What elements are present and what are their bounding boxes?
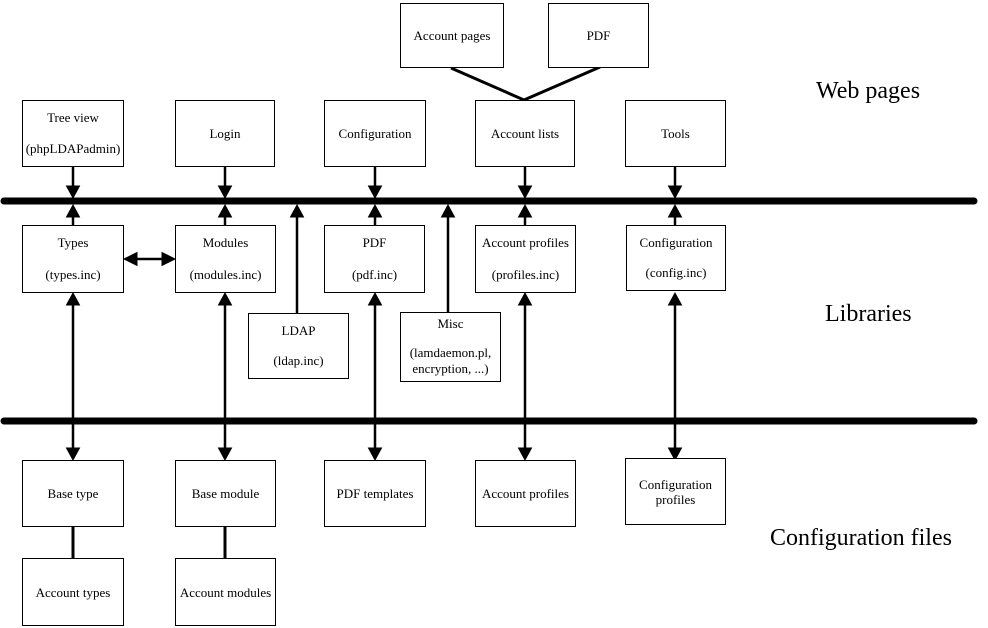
box-types-lib-label: Types [57,235,89,250]
arrow-accountlists-to-bus [517,167,533,200]
section-label-web-pages: Web pages [816,78,921,104]
arrow-types-basetype [65,291,81,462]
arrow-types-modules [122,251,177,267]
box-base-type-label: Base type [47,486,99,501]
arrow-configuration-to-bus [367,167,383,200]
box-account-modules-label: Account modules [179,584,272,600]
box-configuration-profiles-sublabel: profiles [655,491,696,507]
box-misc-lib-files: (lamdaemon.pl, encryption, ...) [410,345,492,377]
box-account-profiles-lib-label: Account profiles [481,235,569,250]
box-account-lists-label: Account lists [490,126,560,141]
box-account-profiles-file: Account profiles [475,460,576,527]
box-modules-lib-file: (modules.inc) [189,267,262,282]
box-configuration-lib-label: Configuration [639,235,713,250]
box-misc-lib: Misc (lamdaemon.pl, encryption, ...) [400,312,501,382]
box-tools: Tools [625,100,726,167]
arrow-modules-basemodule [217,291,233,462]
arrow-misc-to-bus [440,203,456,312]
arrow-profileslib-to-bus [517,203,533,225]
arrow-pdflib-to-bus [367,203,383,225]
box-types-lib: Types (types.inc) [22,225,124,293]
box-account-lists: Account lists [475,100,575,167]
box-ldap-lib-label: LDAP [281,323,316,338]
box-account-pages-label: Account pages [413,28,491,43]
arrow-ldap-to-bus [289,203,305,313]
box-account-pages: Account pages [400,3,504,68]
box-pdf-lib-label: PDF [362,235,387,250]
box-pdf-templates: PDF templates [324,460,426,527]
box-modules-lib: Modules (modules.inc) [175,225,276,293]
box-configuration-page-label: Configuration [338,126,412,141]
box-configuration-lib: Configuration (config.inc) [626,225,726,291]
section-label-configuration-files: Configuration files [770,525,952,551]
box-tree-view-sublabel: (phpLDAPadmin) [25,141,121,156]
arrow-pdflib-pdftemplates [367,291,383,462]
box-pdf-page-label: PDF [586,28,611,43]
box-login-label: Login [209,126,241,141]
line-pdf-accountlists [523,65,601,102]
box-pdf-templates-label: PDF templates [336,486,414,501]
box-pdf-lib-file: (pdf.inc) [351,267,398,282]
box-base-module-label: Base module [191,486,260,501]
box-tree-view: Tree view (phpLDAPadmin) [22,100,124,167]
box-pdf-page: PDF [548,3,649,68]
box-login: Login [175,100,275,167]
box-ldap-lib-file: (ldap.inc) [273,353,324,368]
box-base-type: Base type [22,460,124,527]
arrow-configlib-configprofiles [667,291,683,462]
box-types-lib-file: (types.inc) [45,267,101,282]
box-account-profiles-lib: Account profiles (profiles.inc) [475,225,576,293]
section-label-libraries: Libraries [825,301,912,327]
box-tree-view-label: Tree view [47,110,99,125]
box-account-modules: Account modules [175,558,276,626]
box-account-types: Account types [22,558,124,626]
box-configuration-profiles-label: Configuration [639,476,712,492]
arrow-login-to-bus [217,167,233,200]
box-modules-lib-label: Modules [202,235,249,250]
box-misc-lib-file-line2: encryption, ...) [412,361,489,376]
box-account-types-label: Account types [35,584,111,600]
arrow-modules-to-bus [217,203,233,225]
box-base-module: Base module [175,460,276,527]
line-accountpages-accountlists [450,66,525,102]
arrow-configlib-to-bus [667,203,683,225]
arrow-tools-to-bus [667,167,683,200]
box-misc-lib-label: Misc [437,316,464,331]
box-configuration-lib-file: (config.inc) [645,265,707,280]
box-configuration-profiles: Configuration profiles [625,458,726,525]
box-account-profiles-lib-file: (profiles.inc) [491,267,560,282]
box-misc-lib-file-line1: (lamdaemon.pl, [409,345,492,360]
box-pdf-lib: PDF (pdf.inc) [324,225,425,293]
arrow-treeview-to-bus [65,167,81,200]
arrow-types-to-bus [65,203,81,225]
box-ldap-lib: LDAP (ldap.inc) [248,313,349,379]
box-configuration-page: Configuration [324,100,426,167]
box-account-profiles-file-label: Account profiles [481,486,569,501]
box-tools-label: Tools [661,126,690,141]
arrow-profileslib-profilesfile [517,291,533,462]
